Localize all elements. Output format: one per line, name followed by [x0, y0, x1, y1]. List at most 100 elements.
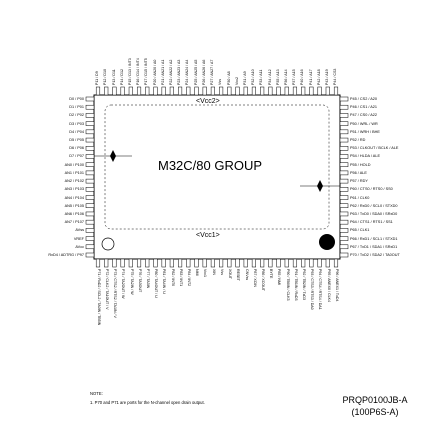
pin-left — [85, 211, 95, 217]
pin-left — [85, 154, 95, 159]
pin-right — [339, 121, 349, 126]
pin-label-top: P35 / A13 — [275, 69, 280, 85]
pin-label-bottom: P76 / TA3OUT — [137, 269, 142, 293]
pin-label-right: P65 / CLK1 — [350, 228, 370, 233]
pin-stubs — [85, 86, 349, 268]
pin-top — [202, 86, 207, 96]
pin-bottom — [251, 258, 256, 268]
pin-label-bottom: P75 / TA2IN / W — [129, 269, 134, 295]
pin-bottom — [260, 258, 265, 268]
pin-bottom — [136, 258, 142, 268]
pin-label-top: P32 / A10 — [251, 69, 256, 85]
pin-top — [104, 86, 109, 96]
pin-top — [210, 86, 215, 96]
pin-bottom — [104, 258, 109, 268]
pin-top — [284, 86, 289, 96]
pin-right — [339, 236, 349, 241]
pin-right — [339, 252, 349, 258]
pin-top — [325, 86, 330, 96]
pin-label-left: AN5 / P105 — [64, 203, 84, 208]
vcc-boundary-arrowhead-left-down — [110, 156, 116, 162]
pin-label-left: D6 / P06 — [69, 146, 84, 151]
pin-label-bottom: P93 / CTS3 / RTS3 / DA0 — [310, 269, 315, 310]
pin-top — [112, 86, 117, 96]
pin-right — [339, 170, 349, 176]
pin-bottom — [95, 258, 101, 268]
pin-top — [153, 86, 158, 96]
pin-left — [85, 203, 95, 208]
pin-label-bottom: P94 / CTS4 / RTS4 / DA1 — [318, 269, 323, 310]
pin-top — [194, 86, 199, 96]
pin-bottom — [276, 258, 281, 268]
pin-label-left: AN7 / P107 — [64, 220, 84, 225]
pin-label-top: P40 / A16 — [300, 69, 305, 85]
pin-right — [339, 154, 349, 159]
vcc-domain-outline — [104, 104, 330, 230]
pin-left — [85, 121, 95, 126]
pin-label-bottom: P91 / TB1IN / RxD3 — [293, 269, 298, 301]
pin-left — [85, 244, 95, 250]
pin-label-right: P61 / CLK0 — [350, 195, 370, 200]
pin-top — [276, 86, 281, 96]
pin-bottom — [120, 258, 125, 268]
pin-bottom — [161, 258, 166, 268]
pin-right — [339, 195, 349, 200]
pin-bottom — [210, 258, 215, 268]
pin-bottom — [227, 258, 232, 268]
pin-label-top: Vcc2 — [234, 77, 239, 85]
pin-label-top: P43 / A19 — [324, 69, 329, 85]
pin-bottom — [153, 258, 158, 268]
pin-top — [333, 86, 339, 96]
pin-right — [339, 178, 349, 184]
pin-left — [85, 228, 95, 233]
pin-label-top: P24 / AN24 / A4 — [185, 59, 190, 85]
pin-label-top: P31 / A9 — [242, 71, 247, 85]
pin-label-right: P52 / RD — [350, 138, 366, 143]
pin-label-top: P21 / AN21 / A1 — [160, 59, 165, 85]
pin-right — [339, 113, 349, 118]
pin-bottom — [325, 258, 330, 268]
pin-right — [339, 96, 349, 102]
pin-left — [85, 252, 95, 258]
pin-label-left: AN6 / P106 — [64, 211, 84, 216]
pin-label-bottom: CNVss — [244, 269, 249, 281]
vcc2-label: <Vcc2> — [196, 98, 220, 105]
pin-label-bottom: P96 / ANEX1 / TxD4 — [334, 269, 339, 302]
index-mark — [101, 237, 115, 251]
pin-label-left: RxD4 / ADTRG / P97 — [48, 253, 84, 257]
pin-top — [227, 86, 232, 96]
pin-left — [85, 129, 95, 135]
pin-top — [292, 86, 298, 96]
pin-right — [339, 211, 349, 217]
pin-bottom — [112, 258, 117, 268]
pin-label-top: P12 / D10 — [103, 69, 108, 85]
pin-label-right: P70 / TxD2 / SDA2 / TA0OUT — [350, 253, 400, 257]
pin-label-bottom: P83 / INT1 — [178, 269, 183, 287]
pin-label-bottom: P71 / RxD2 / SCL2 / TA0IN / TB5IN — [96, 269, 101, 326]
pin-label-left: D0 / P00 — [69, 97, 84, 101]
pin-top — [169, 86, 174, 96]
pin-left — [85, 187, 95, 192]
pin-label-left: D7 / P07 — [69, 154, 84, 159]
note-text: 1. P70 and P71 are ports for the N-chann… — [90, 400, 205, 405]
pin-left — [85, 170, 95, 176]
pin-label-right: P56 / ALE — [350, 170, 367, 175]
pin-label-top: P37 / A15 — [292, 69, 297, 85]
pin-left — [85, 178, 95, 184]
pin-label-top: P22 / AN22 / A2 — [169, 59, 174, 85]
pin-label-right: P64 / CTS1 / RTS1 / SS1 — [350, 220, 393, 225]
pin-top — [243, 86, 248, 96]
pin-top — [301, 86, 306, 96]
pin-label-left: D1 / P01 — [69, 105, 84, 110]
pin-label-bottom: P92 / TB2IN / TxD3 — [301, 269, 306, 301]
pin-label-bottom: P72 / CLK2 / TA1OUT / V — [105, 269, 109, 310]
vcc-boundary-arrowhead-right-down — [317, 186, 323, 192]
pin-top — [260, 86, 265, 96]
pin-bottom — [128, 258, 133, 268]
pin-label-bottom: P87 / XCIN — [252, 269, 257, 287]
pin-top — [268, 86, 273, 96]
pin-label-top: P16 / D14 / INT4 — [136, 58, 141, 85]
pin-label-bottom: P84 / INT2 — [187, 269, 192, 287]
pin-bottom — [145, 258, 150, 268]
pin-right — [339, 219, 349, 225]
